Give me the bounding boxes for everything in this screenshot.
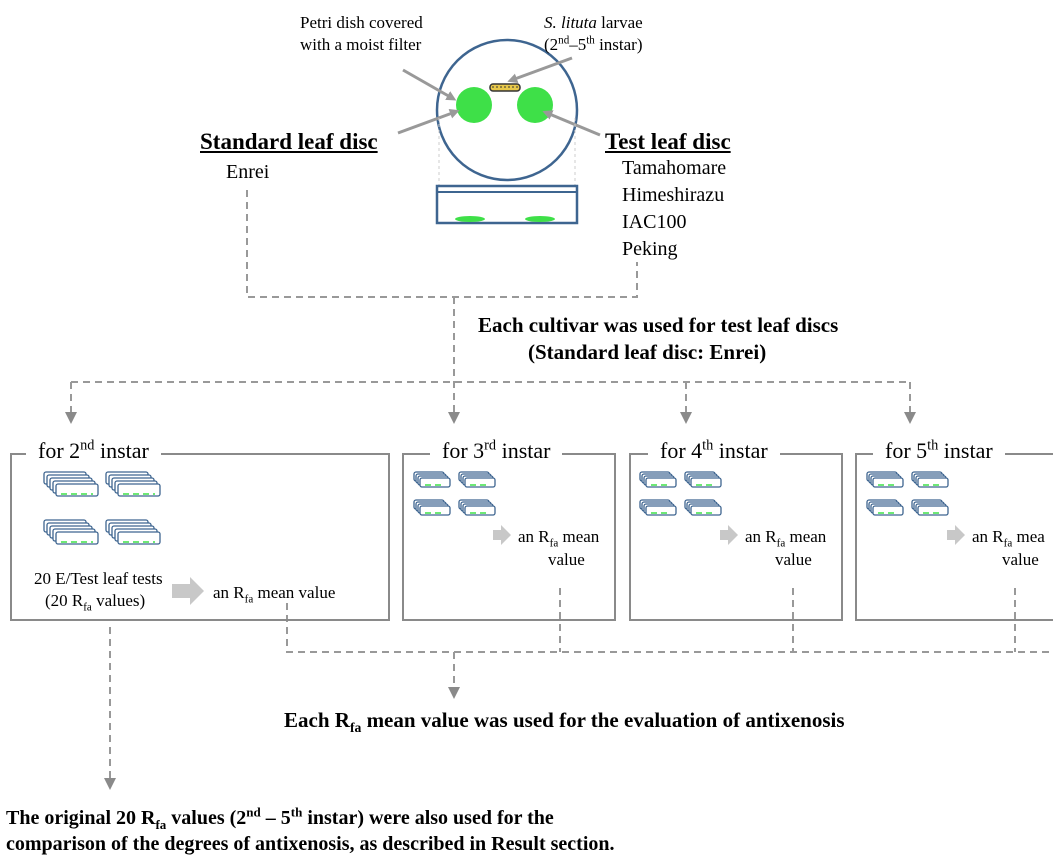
larvae-species: S. lituta <box>544 13 597 32</box>
original-sup2: th <box>290 804 303 820</box>
petri-label-line1: Petri dish covered <box>300 13 423 32</box>
larvae-label-line2: (2nd–5th instar) <box>544 34 643 54</box>
panel-5th-mean-line2: value <box>1002 550 1039 569</box>
dish-stack-layer <box>117 483 161 497</box>
original-sup1: nd <box>246 804 261 820</box>
original-note-line1: The original 20 Rfa values (2nd – 5th in… <box>6 805 554 831</box>
panel-5th-title-suffix: instar <box>938 438 993 463</box>
test-leaf-heading: Test leaf disc <box>605 129 731 154</box>
original-note-line2: comparison of the degrees of antixenosis… <box>6 833 615 855</box>
evaluation-sentence: Each Rfa mean value was used for the eva… <box>284 708 845 735</box>
petri-dish-side <box>435 184 579 225</box>
panel-2nd-title-prefix: for 2 <box>38 438 81 463</box>
panel-2nd-title-sup: nd <box>80 437 95 454</box>
panel-3rd-mean-sub: fa <box>549 537 559 550</box>
panel-4th-mean-line2: value <box>775 550 812 569</box>
larvae-label-line1: S. lituta larvae <box>544 14 643 31</box>
larvae-word: larvae <box>601 13 643 32</box>
standard-leaf-heading: Standard leaf disc <box>200 129 378 154</box>
cultivar-note-line2: (Standard leaf disc: Enrei) <box>528 340 767 364</box>
panel-2nd-title: for 2nd instar <box>26 437 161 463</box>
original-d: instar) were also used for the <box>302 807 554 829</box>
original-b: values (2 <box>166 807 247 829</box>
petri-label-line2: with a moist filter <box>300 35 422 54</box>
panel-5th-mean-suffix: mea <box>1012 527 1045 546</box>
panel-5th-title: for 5th instar <box>873 437 1005 463</box>
panel-4th-mean-prefix: an R <box>745 527 777 546</box>
standard-leaf-disc-shape <box>456 87 492 123</box>
original-c: – 5 <box>260 807 291 829</box>
panel-4th-title: for 4th instar <box>648 437 780 463</box>
panel-5th-title-sup: th <box>927 437 939 454</box>
panel-3rd-mean-suffix: mean <box>558 527 600 546</box>
panel-2nd-mean-sub: fa <box>244 593 254 606</box>
larvae-instar-dash: –5 <box>569 35 587 54</box>
panel-5th-mean-prefix: an R <box>972 527 1004 546</box>
stacked-dish-icons <box>43 471 949 545</box>
panel-2nd-title-suffix: instar <box>94 438 149 463</box>
dish-stack-layer <box>55 531 99 545</box>
test-cultivar-4: Peking <box>622 238 678 260</box>
panel-5th-mean: an Rfa mea <box>972 527 1045 549</box>
larvae-instar-sup1: nd <box>558 34 570 47</box>
test-cultivar-1: Tamahomare <box>622 157 727 179</box>
panel-4th-title-suffix: instar <box>713 438 768 463</box>
panel-4th-title-prefix: for 4 <box>660 438 703 463</box>
evaluation-sub: fa <box>349 720 362 736</box>
panel-3rd-mean-prefix: an R <box>518 527 550 546</box>
petri-dish-top <box>435 38 579 182</box>
panel-2nd-mean-suffix: mean value <box>253 583 336 602</box>
tests-count-line2: (20 Rfa values) <box>45 591 146 613</box>
panel-5th-title-prefix: for 5 <box>885 438 928 463</box>
panel-5th-mean-sub: fa <box>1003 537 1013 550</box>
cultivar-note-line1: Each cultivar was used for test leaf dis… <box>478 313 839 337</box>
panel-2nd-instar <box>10 453 390 621</box>
original-a: The original 20 R <box>6 807 156 829</box>
tests-count-sub: fa <box>83 601 92 614</box>
larvae-instar-open: (2 <box>544 35 559 54</box>
panel-4th-mean-suffix: mean <box>785 527 827 546</box>
panel-3rd-title-suffix: instar <box>496 438 551 463</box>
panel-4th-mean: an Rfa mean <box>745 527 827 549</box>
tests-count-line1: 20 E/Test leaf tests <box>34 569 163 588</box>
tests-count-close: values) <box>91 591 146 610</box>
panel-3rd-title-prefix: for 3 <box>442 438 485 463</box>
panel-4th-title-sup: th <box>702 437 714 454</box>
block-arrows <box>172 525 965 605</box>
panel-3rd-title-sup: rd <box>484 437 497 454</box>
test-leaf-disc-shape <box>517 87 553 123</box>
dish-stack-layer <box>55 483 99 497</box>
test-cultivar-2: Himeshirazu <box>622 184 725 206</box>
panel-4th-mean-sub: fa <box>776 537 786 550</box>
panel-3rd-mean-line2: value <box>548 550 585 569</box>
larvae-instar-close: instar) <box>594 35 643 54</box>
dish-stack-layer <box>117 531 161 545</box>
panel-3rd-mean: an Rfa mean <box>518 527 600 549</box>
evaluation-prefix: Each R <box>284 708 350 732</box>
evaluation-suffix: mean value was used for the evaluation o… <box>361 708 845 732</box>
larvae-instar-sup2: th <box>586 34 595 47</box>
test-cultivar-3: IAC100 <box>622 211 687 233</box>
original-sub: fa <box>155 817 167 832</box>
tests-count-open: (20 R <box>45 591 84 610</box>
panel-2nd-mean: an Rfa mean value <box>213 583 336 605</box>
panel-3rd-title: for 3rd instar <box>430 437 563 463</box>
standard-cultivar: Enrei <box>226 161 270 183</box>
panel-2nd-mean-prefix: an R <box>213 583 245 602</box>
